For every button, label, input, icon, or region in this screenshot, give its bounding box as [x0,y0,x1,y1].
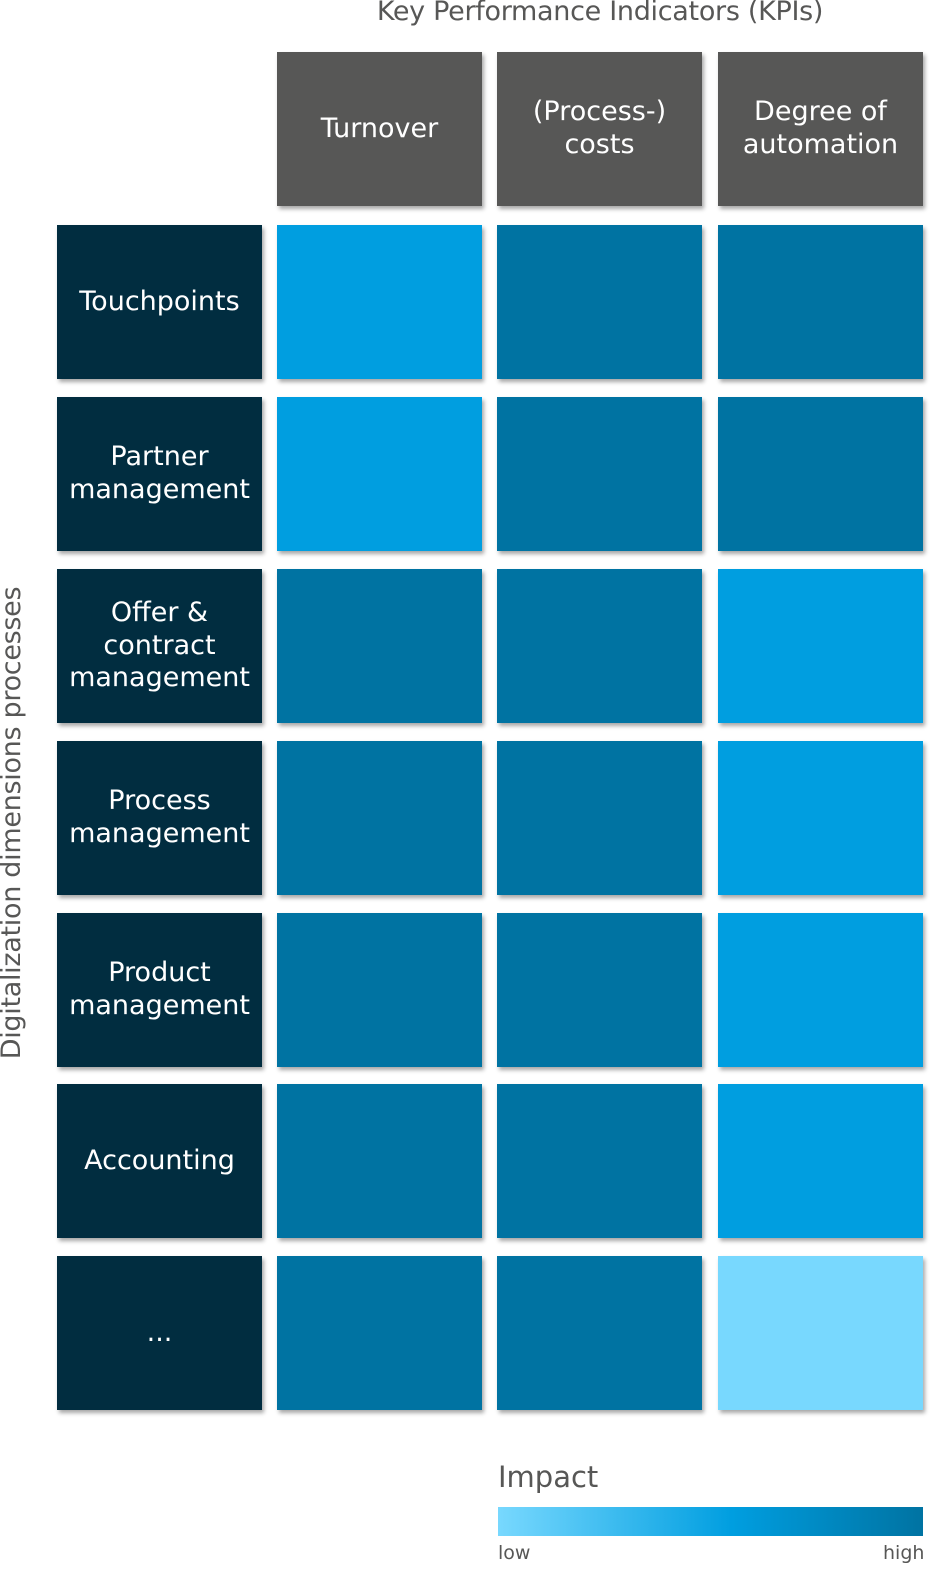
heatmap-cell [718,1084,923,1238]
row-label: Process management [57,741,262,895]
legend-low-label: low [498,1542,531,1564]
legend-high-label: high [883,1542,925,1564]
heatmap-cell [277,913,482,1067]
heatmap-cell [718,1256,923,1410]
row-label: Touchpoints [57,225,262,379]
heatmap-cell [277,397,482,551]
row-label: ... [57,1256,262,1410]
heatmap-cell [277,1256,482,1410]
heatmap-cell [497,397,702,551]
heatmap-cell [718,569,923,723]
heatmap-cell [718,913,923,1067]
heatmap-cell [277,225,482,379]
heatmap-cell [277,741,482,895]
heatmap-cell [497,569,702,723]
heatmap-cell [718,741,923,895]
row-label: Partner management [57,397,262,551]
heatmap-cell [497,1256,702,1410]
heatmap-cell [277,1084,482,1238]
heatmap-cell [718,397,923,551]
column-header: Degree of automation [718,52,923,206]
row-label: Accounting [57,1084,262,1238]
chart-title: Key Performance Indicators (KPIs) [376,0,824,27]
heatmap-cell [718,225,923,379]
row-label: Offer & contract management [57,569,262,723]
y-axis-label: Digitalization dimensions processes [0,586,27,1060]
legend-title: Impact [498,1460,599,1494]
row-label: Product management [57,913,262,1067]
heatmap-cell [497,913,702,1067]
legend-gradient-bar [498,1507,923,1536]
heatmap-cell [497,225,702,379]
heatmap-cell [497,741,702,895]
column-header: Turnover [277,52,482,206]
column-header: (Process-) costs [497,52,702,206]
heatmap-cell [497,1084,702,1238]
heatmap-cell [277,569,482,723]
